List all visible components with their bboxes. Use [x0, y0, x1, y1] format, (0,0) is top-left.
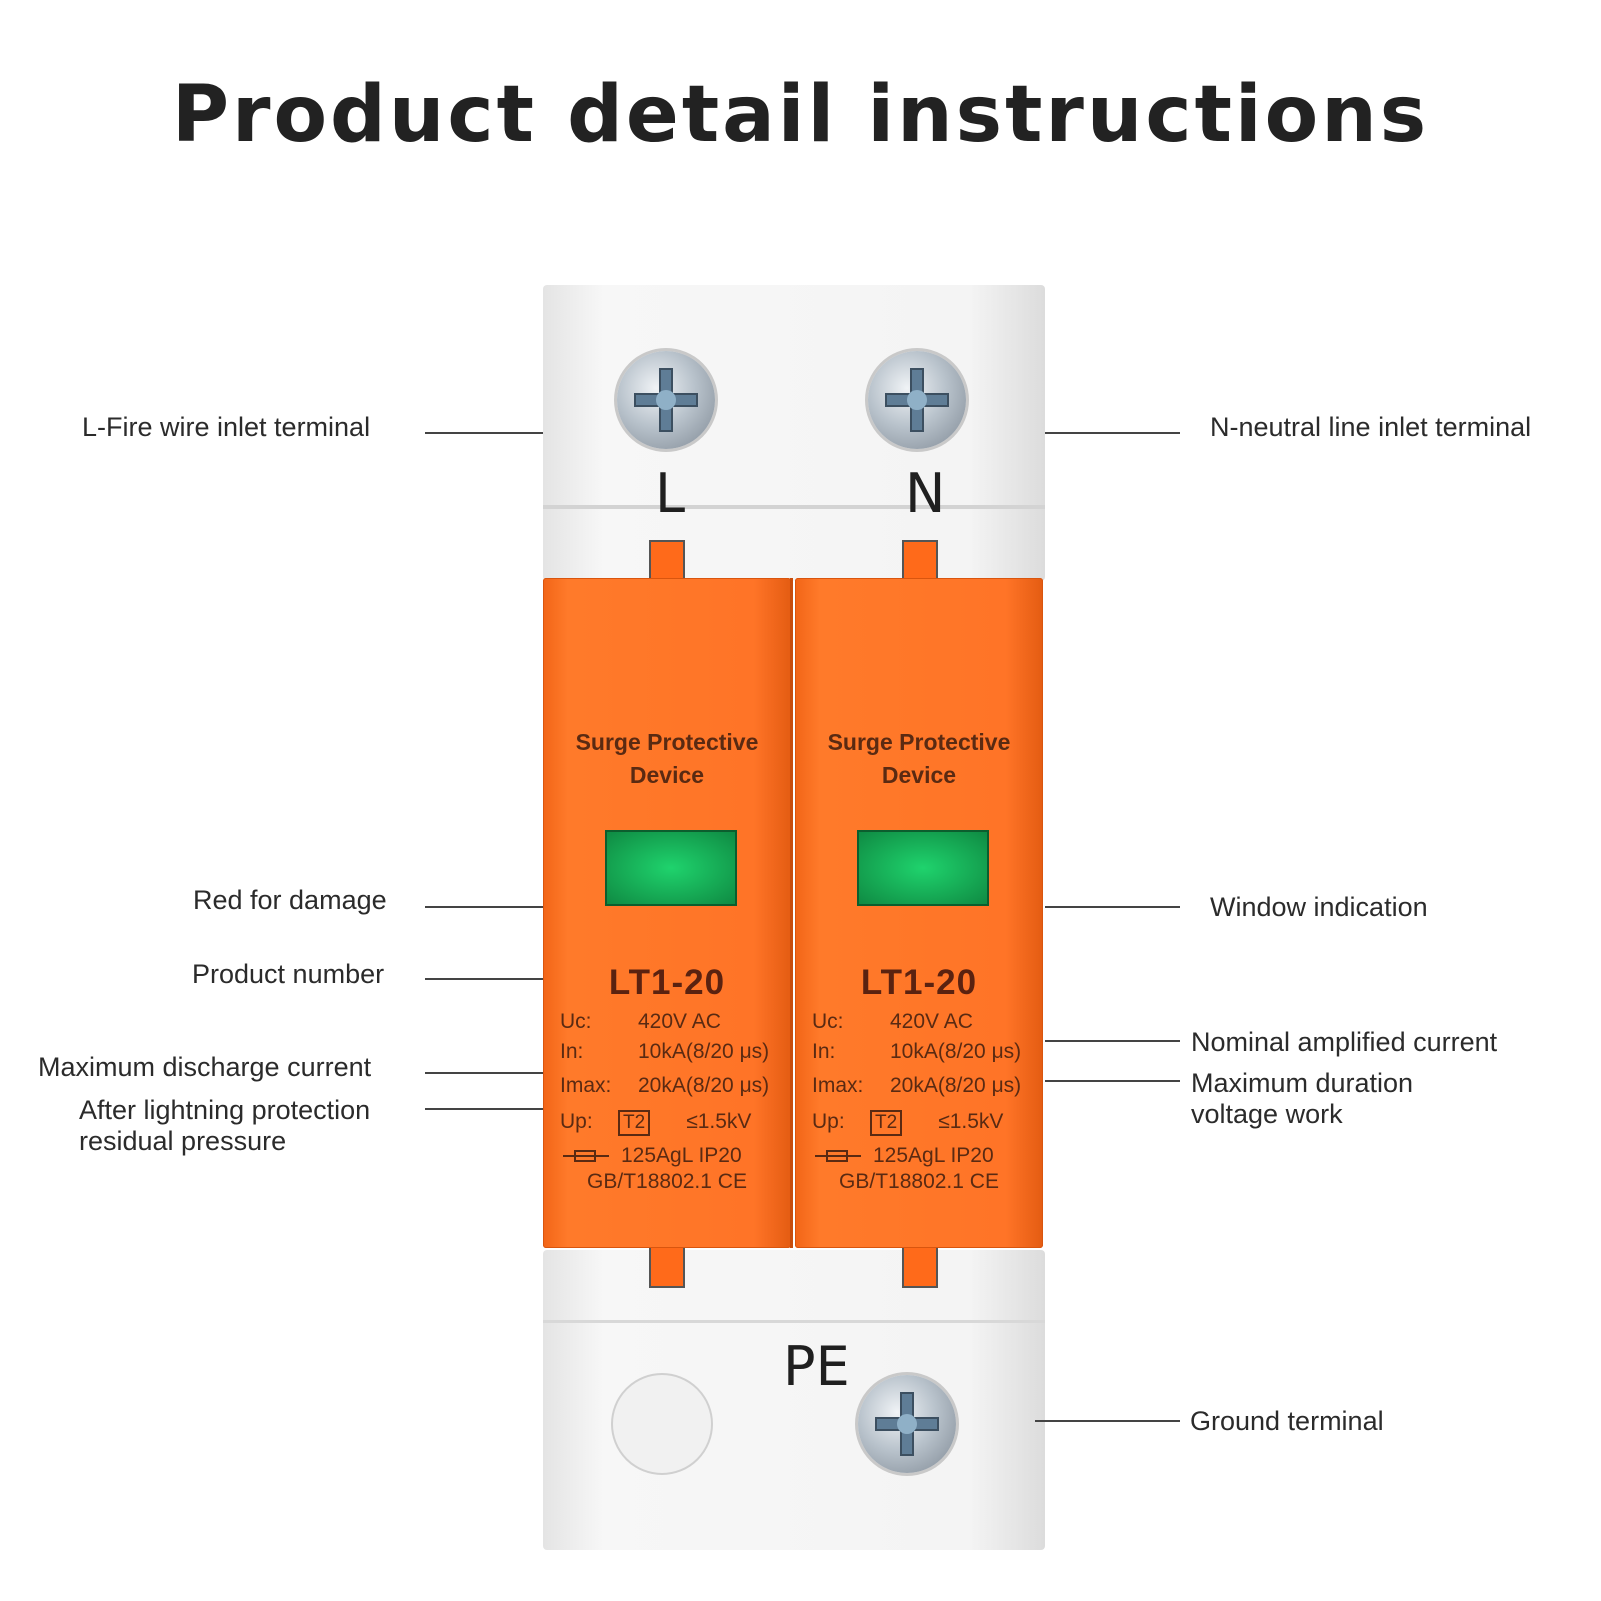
spec-in: In:10kA(8/20 μs): [812, 1040, 1022, 1063]
page-title: Product detail instructions: [171, 70, 1430, 160]
spec-up: Up:T2≤1.5kV: [812, 1110, 1003, 1136]
class-badge: T2: [870, 1110, 903, 1136]
leader-line: [425, 432, 543, 434]
model-number: LT1-20: [608, 963, 726, 1002]
callout-product-number: Product number: [192, 959, 385, 989]
status-window: [857, 830, 989, 906]
model-number: LT1-20: [860, 963, 978, 1002]
housing-ridge: [543, 1320, 1045, 1323]
connector-tab: [902, 1240, 938, 1288]
top-terminal-housing: [543, 285, 1045, 581]
leader-line: [1045, 432, 1180, 434]
module-seam: [790, 578, 793, 1248]
callout-nominal-current: Nominal amplified current: [1191, 1027, 1498, 1057]
standard-mark: GB/T18802.1 CE: [839, 1170, 999, 1193]
callout-l-inlet: L-Fire wire inlet terminal: [82, 412, 371, 442]
leader-line: [425, 978, 543, 980]
spec-imax: Imax:20kA(8/20 μs): [812, 1074, 1022, 1097]
class-badge: T2: [618, 1110, 651, 1136]
fuse-icon: [563, 1150, 609, 1163]
callout-n-inlet: N-neutral line inlet terminal: [1210, 412, 1532, 442]
spec-imax: Imax:20kA(8/20 μs): [560, 1074, 770, 1097]
terminal-label-pe: PE: [783, 1335, 850, 1398]
housing-ridge: [543, 505, 1045, 509]
spec-uc: Uc:420V AC: [560, 1010, 721, 1033]
fuse-icon: [815, 1150, 861, 1163]
leader-line: [1045, 1040, 1180, 1042]
callout-window-indication: Window indication: [1210, 892, 1428, 922]
spec-fuse: 125AgL IP20: [815, 1144, 994, 1168]
spec-in: In:10kA(8/20 μs): [560, 1040, 770, 1063]
leader-line: [425, 1072, 543, 1074]
callout-max-discharge: Maximum discharge current: [38, 1052, 372, 1082]
spec-fuse: 125AgL IP20: [563, 1144, 742, 1168]
leader-line: [1035, 1420, 1180, 1422]
standard-mark: GB/T18802.1 CE: [587, 1170, 747, 1193]
screw-n-icon: [868, 351, 966, 449]
blank-terminal-hole: [611, 1373, 713, 1475]
leader-line: [1045, 906, 1180, 908]
callout-ground-terminal: Ground terminal: [1190, 1406, 1384, 1436]
screw-l-icon: [617, 351, 715, 449]
callout-red-damage: Red for damage: [193, 885, 387, 915]
leader-line: [1045, 1080, 1180, 1082]
connector-tab: [649, 1240, 685, 1288]
terminal-label-n: N: [905, 462, 946, 525]
terminal-label-l: L: [655, 462, 686, 525]
leader-line: [425, 906, 543, 908]
leader-line: [425, 1108, 543, 1110]
screw-pe-icon: [858, 1375, 956, 1473]
status-window: [605, 830, 737, 906]
spec-up: Up:T2≤1.5kV: [560, 1110, 751, 1136]
spec-uc: Uc:420V AC: [812, 1010, 973, 1033]
